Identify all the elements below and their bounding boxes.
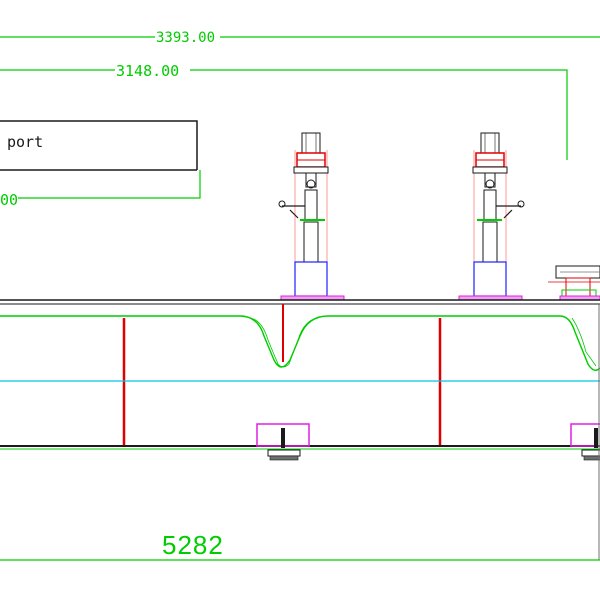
drill-head <box>480 132 500 154</box>
dimension-text-3393: 3393.00 <box>156 30 215 46</box>
foot-pad <box>581 449 600 457</box>
dimension-text-partial: 00 <box>0 191 18 209</box>
stand <box>473 261 507 297</box>
dimension-3148: 3148.00 <box>0 62 568 160</box>
column <box>304 189 318 221</box>
profile-outline <box>0 315 600 371</box>
profile-right-inner <box>571 317 597 367</box>
foot-pad <box>267 449 301 457</box>
dimension-line <box>190 69 568 160</box>
right-fixture <box>548 265 600 301</box>
fixture-green <box>561 289 597 297</box>
dimension-3393: 3393.00 <box>0 30 600 46</box>
dimension-partial: 00 <box>0 170 201 209</box>
support-label: port <box>7 133 43 151</box>
lower-body <box>482 221 498 263</box>
profile-contour <box>0 304 600 371</box>
foot-disc <box>583 455 600 461</box>
drill-unit-1 <box>278 132 345 301</box>
spindle-nut <box>306 179 316 189</box>
drill-unit-2 <box>458 132 525 301</box>
handle-knob <box>278 200 286 208</box>
leveling-foot-1 <box>256 423 310 461</box>
foot-disc <box>269 455 299 461</box>
column <box>483 189 497 221</box>
rail-top <box>0 299 600 305</box>
box-outline <box>0 120 198 170</box>
dimension-text-5282: 5282 <box>162 530 224 560</box>
handle <box>289 209 299 219</box>
support-label-box: port <box>0 120 198 171</box>
leveling-foot-2 <box>570 423 600 461</box>
motor-base <box>293 166 329 174</box>
foot-bolt <box>281 428 285 448</box>
dimension-text-3148: 3148.00 <box>116 62 179 80</box>
drill-head <box>301 132 321 154</box>
stand <box>294 261 328 297</box>
dimension-line <box>18 170 201 199</box>
foot-bracket <box>570 423 600 447</box>
handle-knob <box>517 200 525 208</box>
motor-base <box>472 166 508 174</box>
dimension-5282: 5282 <box>0 530 600 561</box>
foot-bolt <box>594 428 598 448</box>
lower-body <box>303 221 319 263</box>
handle <box>503 209 513 219</box>
profile-inner <box>249 317 319 368</box>
fixture-clamp <box>565 277 591 297</box>
spindle-nut <box>485 179 495 189</box>
